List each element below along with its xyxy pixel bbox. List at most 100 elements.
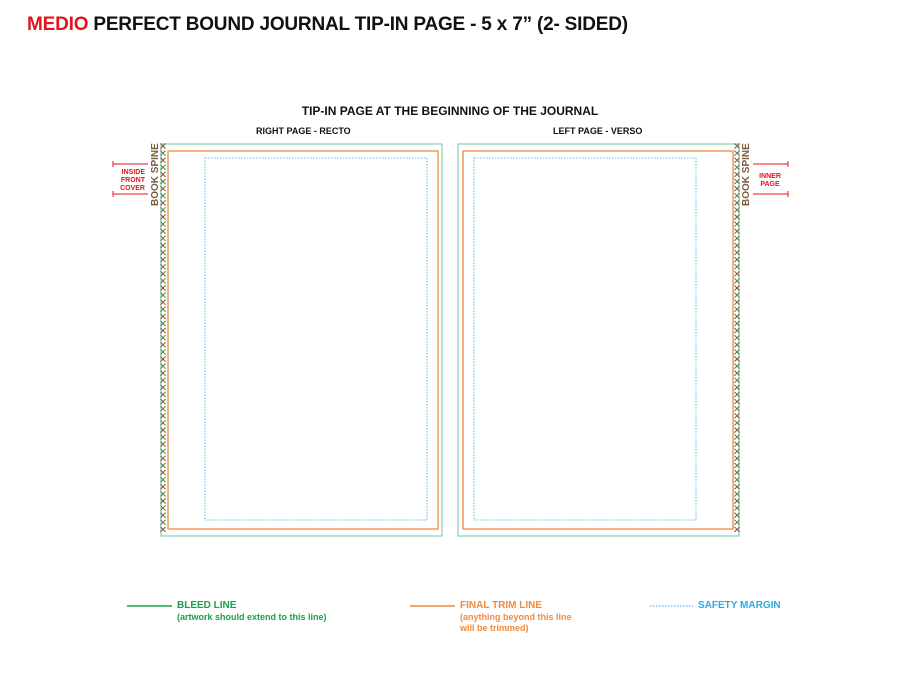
spine-x-mark <box>160 512 166 519</box>
legend-bleed-title: BLEED LINE <box>177 600 237 611</box>
spine-x-mark <box>160 185 166 192</box>
callout-page: PAGE <box>760 181 780 188</box>
spine-x-mark <box>160 292 166 299</box>
book-spine-label-left: BOOK SPINE <box>150 143 161 206</box>
spine-x-mark <box>160 462 166 469</box>
spine-x-mark <box>734 178 740 185</box>
spine-x-mark <box>734 434 740 441</box>
spine-x-mark <box>734 192 740 199</box>
spine-x-mark <box>734 476 740 483</box>
spine-x-mark <box>734 199 740 206</box>
spine-x-mark <box>734 462 740 469</box>
spine-x-mark <box>160 270 166 277</box>
spine-x-mark <box>160 505 166 512</box>
spine-x-mark <box>734 306 740 313</box>
callout-inner: INNER <box>759 173 781 180</box>
recto-trim-line <box>167 150 439 530</box>
spine-x-mark <box>160 348 166 355</box>
spine-x-mark <box>160 363 166 370</box>
spine-x-mark <box>734 242 740 249</box>
spine-x-mark <box>734 299 740 306</box>
spine-x-mark <box>734 483 740 490</box>
spine-x-mark <box>160 228 166 235</box>
spine-x-mark <box>160 498 166 504</box>
spine-x-mark <box>734 441 740 448</box>
spine-x-mark <box>734 185 740 192</box>
spine-x-mark <box>734 498 740 504</box>
recto-bleed-line <box>160 143 443 537</box>
spine-x-mark <box>734 341 740 348</box>
spine-x-mark <box>734 427 740 433</box>
spine-x-mark <box>160 412 166 419</box>
inside-front-cover-callout: INSIDE FRONT COVER <box>112 161 148 197</box>
spine-x-mark <box>160 341 166 348</box>
spine-x-mark <box>160 143 166 149</box>
spine-x-mark <box>160 441 166 448</box>
section-title: TIP-IN PAGE AT THE BEGINNING OF THE JOUR… <box>301 104 599 118</box>
spine-x-mark <box>160 299 166 306</box>
spine-x-mark <box>734 526 740 533</box>
book-spine-label-right: BOOK SPINE <box>741 143 752 206</box>
verso-trim-line <box>462 150 734 530</box>
spine-x-mark <box>160 277 166 284</box>
spine-x-mark <box>160 370 166 377</box>
spine-x-mark <box>160 256 166 263</box>
spine-x-mark <box>160 263 166 270</box>
spine-x-mark <box>734 143 740 149</box>
spine-x-mark <box>734 419 740 426</box>
spine-x-mark <box>160 199 166 206</box>
spine-x-mark <box>734 348 740 355</box>
spine-x-mark <box>160 519 166 526</box>
recto-safety-margin <box>204 157 428 521</box>
spine-x-mark <box>160 476 166 483</box>
spine-marks-left <box>160 143 166 533</box>
spine-x-mark <box>160 214 166 220</box>
spine-x-mark <box>160 171 166 178</box>
spine-x-mark <box>734 270 740 277</box>
legend-safety: SAFETY MARGIN <box>698 600 781 612</box>
spine-x-mark <box>734 164 740 171</box>
spine-x-mark <box>160 455 166 462</box>
legend-trim: FINAL TRIM LINE (anything beyond this li… <box>460 600 572 634</box>
brand-name: MEDIO <box>27 14 89 35</box>
spine-x-mark <box>160 334 166 341</box>
spine-x-mark <box>734 313 740 320</box>
spine-x-mark <box>160 391 166 398</box>
spine-x-mark <box>734 228 740 235</box>
spine-x-mark <box>160 434 166 441</box>
spine-x-mark <box>734 285 740 291</box>
spine-x-mark <box>160 313 166 320</box>
verso-bleed-line <box>457 143 740 537</box>
spine-x-mark <box>160 327 166 334</box>
spine-x-mark <box>734 277 740 284</box>
spine-x-mark <box>734 377 740 384</box>
spine-x-mark <box>160 356 166 362</box>
spine-x-mark <box>160 285 166 291</box>
spine-x-mark <box>160 405 166 412</box>
spine-x-mark <box>160 164 166 171</box>
spine-x-mark <box>734 455 740 462</box>
spine-x-mark <box>734 235 740 242</box>
spine-x-mark <box>734 206 740 213</box>
spine-x-mark <box>160 192 166 199</box>
spine-x-mark <box>160 483 166 490</box>
recto-page-label: RIGHT PAGE - RECTO <box>256 126 351 136</box>
spine-x-mark <box>734 157 740 164</box>
spine-x-mark <box>160 221 166 228</box>
spine-marks-right <box>734 143 740 533</box>
page-header: MEDIO PERFECT BOUND JOURNAL TIP-IN PAGE … <box>27 14 628 36</box>
verso-page <box>457 143 740 537</box>
spine-x-mark <box>160 320 166 327</box>
spine-x-mark <box>160 490 166 497</box>
spine-x-mark <box>160 242 166 249</box>
spine-x-mark <box>734 249 740 256</box>
spine-x-mark <box>160 206 166 213</box>
spine-x-mark <box>160 235 166 242</box>
spine-x-mark <box>734 356 740 362</box>
spine-x-mark <box>734 363 740 370</box>
spine-x-mark <box>160 398 166 405</box>
spine-x-mark <box>160 377 166 384</box>
spine-x-mark <box>734 263 740 270</box>
spine-x-mark <box>160 178 166 185</box>
spine-x-mark <box>160 384 166 391</box>
